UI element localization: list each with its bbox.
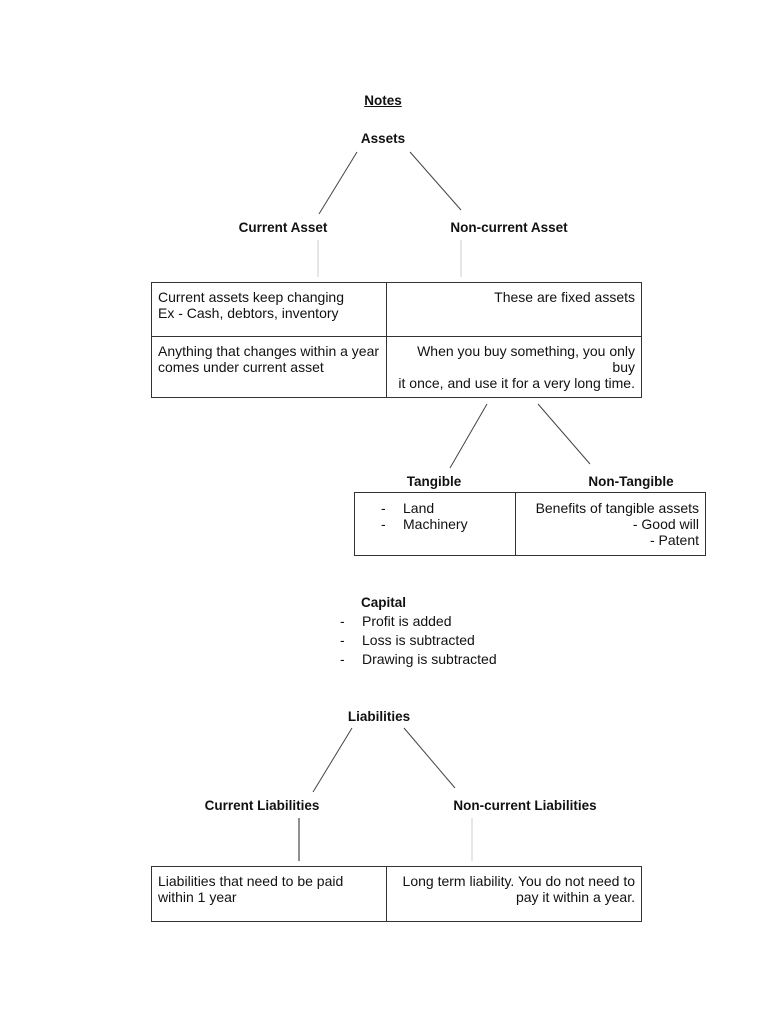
liabilities-table: Liabilities that need to be paid within … [151,866,642,922]
tangible-cell: -Land -Machinery [354,492,516,556]
non-tangible-heading: Non-Tangible [588,474,674,489]
table-cell: When you buy something, you only buy it … [386,336,642,398]
table-cell: These are fixed assets [386,282,642,337]
table-cell: Liabilities that need to be paid within … [151,866,387,922]
list-item: -Drawing is subtracted [340,651,497,667]
assets-table: Current assets keep changing Ex - Cash, … [151,282,642,398]
liabilities-heading: Liabilities [347,709,411,724]
connector-line [403,727,456,789]
current-asset-heading: Current Asset [238,220,328,235]
fixed-assets-table: -Land -Machinery Benefits of tangible as… [354,492,706,556]
non-tangible-cell: Benefits of tangible assets - Good will … [515,492,706,556]
list-item: -Land [381,500,435,516]
connector-line [312,727,353,793]
connector-line [537,403,591,465]
list-item: -Loss is subtracted [340,632,475,648]
table-cell: Anything that changes within a year come… [151,336,387,398]
table-cell: Current assets keep changing Ex - Cash, … [151,282,387,337]
connector-line [409,151,462,211]
current-liabilities-heading: Current Liabilities [204,798,320,813]
tangible-heading: Tangible [406,474,462,489]
page-title: Notes [364,93,402,108]
assets-heading: Assets [360,131,406,146]
list-item: -Profit is added [340,613,452,629]
connector-line [449,403,488,469]
capital-heading: Capital [361,595,407,610]
connector-line [318,151,358,215]
non-current-asset-heading: Non-current Asset [450,220,568,235]
list-item: -Machinery [381,516,468,532]
non-current-liabilities-heading: Non-current Liabilities [453,798,597,813]
table-cell: Long term liability. You do not need to … [386,866,642,922]
capital-list: -Profit is added -Loss is subtracted -Dr… [340,612,497,669]
